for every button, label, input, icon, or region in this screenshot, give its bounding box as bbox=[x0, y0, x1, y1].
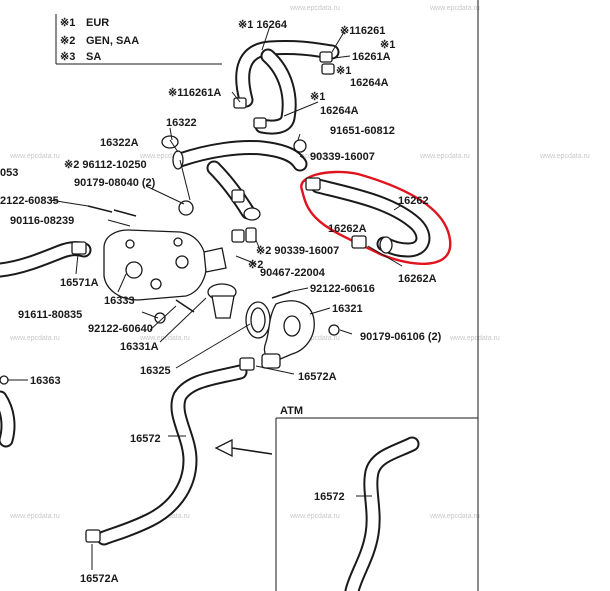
legend-text-3: SA bbox=[86, 51, 101, 63]
watermark-text: www.epcdata.ru bbox=[419, 153, 470, 160]
watermarks: www.epcdata.ru www.epcdata.ru www.epcdat… bbox=[9, 5, 590, 520]
legend: ※1 EUR ※2 GEN, SAA ※3 SA bbox=[55, 14, 222, 65]
label-92122c: 92122-60616 bbox=[310, 283, 375, 295]
clamps bbox=[71, 51, 367, 543]
water-inlet-16321 bbox=[261, 300, 315, 369]
hose-16572 bbox=[96, 364, 248, 546]
label-16333: 16333 bbox=[104, 295, 135, 307]
label-90179b: 90179-06106 (2) bbox=[360, 331, 442, 343]
watermark-text: www.epcdata.ru bbox=[429, 5, 480, 12]
watermark-text: www.epcdata.ru bbox=[279, 153, 330, 160]
hose-16262 bbox=[310, 178, 431, 258]
label-16262a-1: 16262A bbox=[328, 223, 367, 235]
label-16264a-mark-2: ※1 bbox=[310, 91, 325, 103]
watermark-text: www.epcdata.ru bbox=[449, 335, 500, 342]
label-16264a-mark-1: ※1 bbox=[336, 65, 351, 77]
atm-arrow bbox=[214, 438, 273, 458]
label-16572-atm: 16572 bbox=[314, 491, 345, 503]
watermark-text: www.epcdata.ru bbox=[289, 513, 340, 520]
label-16264a-2: 16264A bbox=[320, 105, 359, 117]
highlight-oval bbox=[300, 170, 452, 265]
label-90179a: 90179-08040 (2) bbox=[74, 177, 156, 189]
fittings bbox=[161, 135, 307, 243]
label-16264a-1: 16264A bbox=[350, 77, 389, 89]
gasket-16325 bbox=[245, 301, 271, 339]
legend-mark-3: ※3 bbox=[60, 51, 75, 63]
watermark-text: www.epcdata.ru bbox=[9, 153, 60, 160]
watermark-text: www.epcdata.ru bbox=[9, 513, 60, 520]
watermark-text: www.epcdata.ru bbox=[139, 335, 190, 342]
label-16572a-2: 16572A bbox=[80, 573, 119, 585]
watermark-text: www.epcdata.ru bbox=[289, 5, 340, 12]
label-16571a: 16571A bbox=[60, 277, 99, 289]
label-92122a: 2122-60835 bbox=[0, 195, 59, 207]
label-96112: ※2 96112-10250 bbox=[64, 159, 147, 171]
label-116261: ※116261 bbox=[340, 25, 385, 37]
legend-mark-2: ※2 bbox=[60, 35, 75, 47]
label-16262: 16262 bbox=[398, 195, 429, 207]
label-90467-mark: ※2 bbox=[248, 259, 263, 271]
atm-title: ATM bbox=[280, 405, 303, 417]
legend-text-1: EUR bbox=[86, 17, 109, 29]
label-91611: 91611-80835 bbox=[18, 309, 82, 321]
label-16264: ※1 16264 bbox=[238, 19, 288, 31]
label-16322: 16322 bbox=[166, 117, 197, 129]
label-91651: 91651-60812 bbox=[330, 125, 395, 137]
water-outlet-housing bbox=[103, 229, 227, 301]
label-90339b: ※2 90339-16007 bbox=[256, 245, 339, 257]
label-16262a-2: 16262A bbox=[398, 273, 437, 285]
studs bbox=[0, 200, 340, 385]
legend-mark-1: ※1 bbox=[60, 17, 75, 29]
watermark-text: www.epcdata.ru bbox=[139, 153, 190, 160]
label-90339: 90339-16007 bbox=[310, 151, 375, 163]
watermark-text: www.epcdata.ru bbox=[9, 335, 60, 342]
pipe-16322 bbox=[172, 140, 308, 221]
hose-left-lower bbox=[0, 390, 16, 448]
label-90467: 90467-22004 bbox=[260, 267, 326, 279]
label-90116: 90116-08239 bbox=[10, 215, 74, 227]
part-labels: ※1 16264 ※116261 ※1 16261A ※1 16264A ※11… bbox=[0, 19, 442, 585]
label-16261a: 16261A bbox=[352, 51, 391, 63]
legend-text-2: GEN, SAA bbox=[86, 35, 139, 47]
watermark-text: www.epcdata.ru bbox=[429, 513, 480, 520]
thermostat bbox=[207, 283, 237, 319]
label-16363: 16363 bbox=[30, 375, 61, 387]
watermark-text: www.epcdata.ru bbox=[289, 335, 340, 342]
label-0053: 053 bbox=[0, 167, 18, 179]
atm-box: ATM bbox=[275, 405, 478, 591]
label-16322a: 16322A bbox=[100, 137, 139, 149]
label-16572: 16572 bbox=[130, 433, 161, 445]
leader-lines bbox=[8, 25, 403, 570]
watermark-text: www.epcdata.ru bbox=[539, 153, 590, 160]
label-116261a: ※116261A bbox=[168, 87, 221, 99]
hose-16264 bbox=[235, 40, 340, 135]
label-16325: 16325 bbox=[140, 365, 171, 377]
label-116261a-mark: ※1 bbox=[380, 39, 395, 51]
label-16331a: 16331A bbox=[120, 341, 159, 353]
label-92122b: 92122-60640 bbox=[88, 323, 153, 335]
label-16321: 16321 bbox=[332, 303, 363, 315]
label-16572a-1: 16572A bbox=[298, 371, 337, 383]
